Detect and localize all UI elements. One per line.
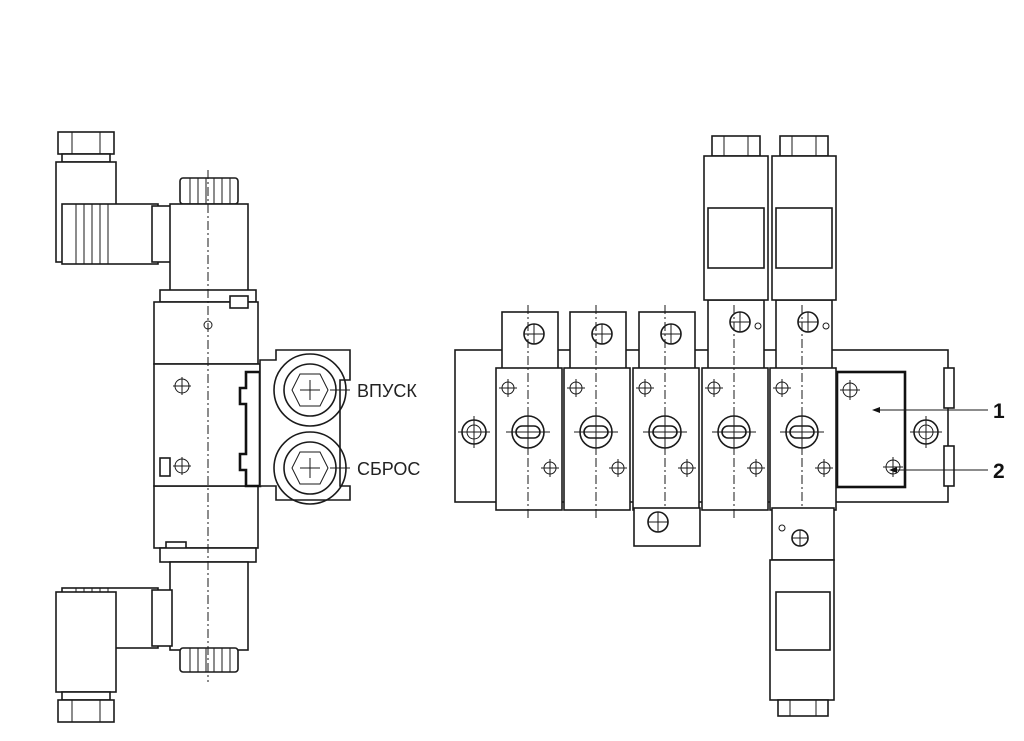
right-mount-hole bbox=[910, 416, 942, 448]
module-4-body bbox=[701, 367, 769, 511]
module-5-top-tab bbox=[775, 299, 833, 373]
valve-modules bbox=[495, 299, 837, 520]
blanking-plate bbox=[835, 370, 907, 489]
module-5-body bbox=[769, 367, 837, 511]
left-mount-hole bbox=[458, 416, 490, 448]
module-1-top-tab bbox=[501, 311, 559, 373]
upper-block bbox=[153, 301, 259, 365]
side-view bbox=[55, 131, 351, 723]
valve-body bbox=[153, 363, 261, 487]
top-coil bbox=[169, 203, 249, 293]
module-2-body bbox=[563, 367, 631, 511]
callout-1: 1 bbox=[993, 400, 1005, 423]
lower-block bbox=[153, 485, 259, 549]
blanking-plate-screws bbox=[840, 380, 903, 477]
exhaust-label: СБРОС bbox=[357, 459, 420, 479]
bottom-connector bbox=[55, 587, 173, 723]
bottom-knob bbox=[179, 647, 239, 673]
module-5-bottom-coil bbox=[769, 507, 835, 717]
inlet-label: ВПУСК bbox=[357, 381, 417, 401]
module-1-body bbox=[495, 367, 563, 511]
module-2-top-tab bbox=[569, 311, 627, 373]
module-4-top-tab bbox=[707, 299, 765, 373]
module-3-body bbox=[632, 367, 700, 511]
bottom-coil bbox=[169, 561, 249, 651]
manifold-view bbox=[454, 135, 988, 717]
module-3-bottom-tab bbox=[633, 507, 701, 547]
callout-2: 2 bbox=[993, 460, 1005, 483]
top-knob bbox=[179, 177, 239, 205]
body-screws bbox=[173, 320, 213, 475]
module-3-top-tab bbox=[638, 311, 696, 373]
top-connector bbox=[55, 131, 173, 265]
upper-coils bbox=[703, 135, 837, 301]
